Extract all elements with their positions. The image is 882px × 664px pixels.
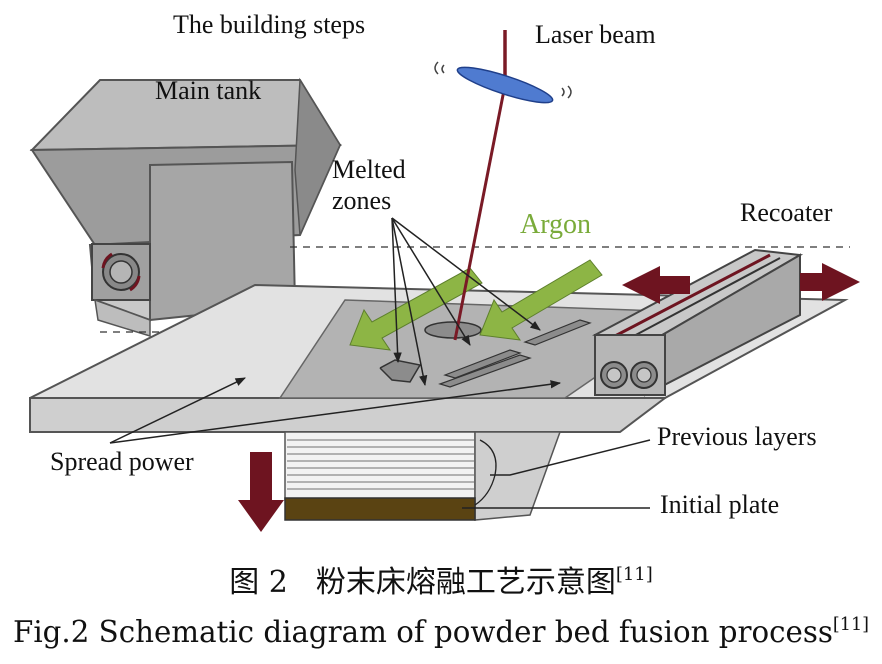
main-tank — [29, 77, 342, 338]
argon-arrow-right-icon — [479, 259, 603, 341]
recoater-left-arrow-icon — [622, 266, 690, 304]
recoater-right-arrow-icon — [800, 263, 860, 301]
melted-zones-pointers — [391, 217, 541, 387]
previous-layers-label: Previous layers — [657, 422, 817, 451]
initial-plate-label: Initial plate — [660, 490, 779, 519]
argon-label: Argon — [520, 209, 591, 240]
build-chamber — [284, 431, 562, 521]
melted-zones-label-line1: Melted — [332, 155, 406, 184]
melted-zones-label-line2: zones — [332, 186, 391, 215]
laser-beam-label: Laser beam — [535, 20, 656, 49]
caption-en: Fig.2 Schematic diagram of powder bed fu… — [13, 614, 869, 650]
building-steps-label: The building steps — [173, 10, 365, 39]
laser-lens — [456, 66, 554, 104]
main-tank-label: Main tank — [155, 76, 261, 105]
spread-power-label: Spread power — [50, 447, 194, 476]
build-down-arrow-icon — [238, 452, 284, 532]
spread-power-pointers — [109, 377, 562, 444]
initial-plate — [284, 497, 476, 521]
previous-layers-pointer — [490, 439, 651, 476]
recoater — [592, 248, 804, 397]
recoater-label: Recoater — [740, 198, 833, 227]
laser — [434, 30, 572, 341]
